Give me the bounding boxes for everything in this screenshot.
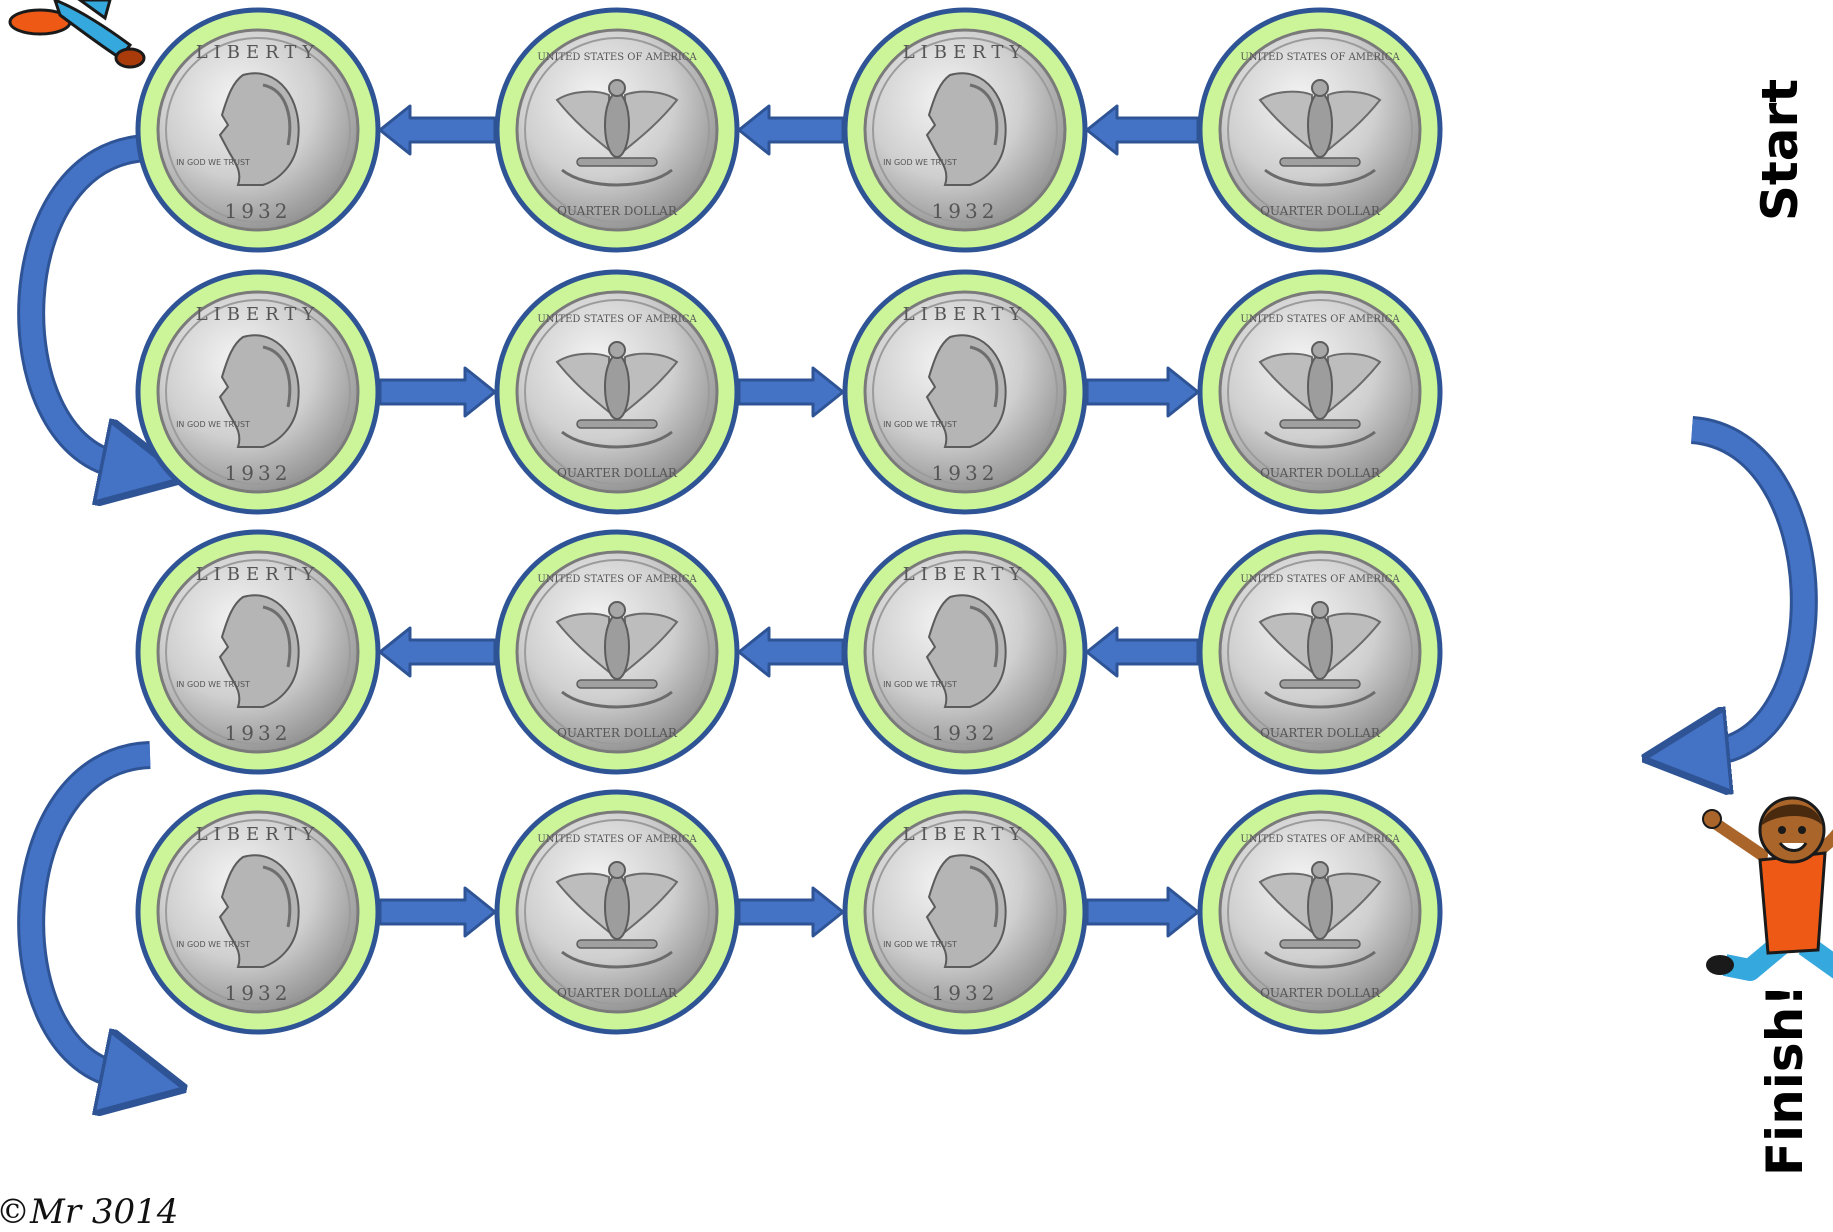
quarter-tails-icon: UNITED STATES OF AMERICA QUARTER DOLLAR	[515, 810, 719, 1014]
straight-arrows	[378, 104, 1200, 938]
quarter-heads-icon: LIBERTY IN GOD WE TRUST 1932	[863, 810, 1067, 1014]
board-space-r3-c3[interactable]: LIBERTY IN GOD WE TRUST 1932	[842, 529, 1088, 775]
quarter-heads-icon: LIBERTY IN GOD WE TRUST 1932	[156, 290, 360, 494]
svg-text:1932: 1932	[225, 199, 292, 223]
svg-text:UNITED STATES OF AMERICA: UNITED STATES OF AMERICA	[1240, 574, 1400, 585]
copyright-text: ©Mr 3014	[0, 1192, 179, 1232]
svg-text:1932: 1932	[932, 461, 999, 485]
board-space-r3-c4[interactable]: UNITED STATES OF AMERICA QUARTER DOLLAR	[1197, 529, 1443, 775]
arrow-right-r2-3	[1085, 366, 1200, 418]
finish-label: Finish!	[1756, 983, 1814, 1177]
svg-text:LIBERTY: LIBERTY	[196, 42, 321, 63]
svg-text:1932: 1932	[225, 981, 292, 1005]
board-space-r4-c1[interactable]: LIBERTY IN GOD WE TRUST 1932	[135, 789, 381, 1035]
quarter-tails-icon: UNITED STATES OF AMERICA QUARTER DOLLAR	[1218, 28, 1422, 232]
quarter-tails-icon: UNITED STATES OF AMERICA QUARTER DOLLAR	[515, 28, 719, 232]
svg-text:QUARTER DOLLAR: QUARTER DOLLAR	[1260, 986, 1381, 1000]
runner-boy-icon	[1702, 796, 1833, 981]
board-space-r1-c4[interactable]: UNITED STATES OF AMERICA QUARTER DOLLAR	[1197, 7, 1443, 253]
quarter-heads-icon: LIBERTY IN GOD WE TRUST 1932	[863, 28, 1067, 232]
arrow-right-r4-1	[378, 886, 497, 938]
quarter-tails-icon: UNITED STATES OF AMERICA QUARTER DOLLAR	[1218, 550, 1422, 754]
svg-text:UNITED STATES OF AMERICA: UNITED STATES OF AMERICA	[537, 314, 697, 325]
board-space-r4-c4[interactable]: UNITED STATES OF AMERICA QUARTER DOLLAR	[1197, 789, 1443, 1035]
svg-text:LIBERTY: LIBERTY	[196, 304, 321, 325]
svg-text:QUARTER DOLLAR: QUARTER DOLLAR	[557, 726, 678, 740]
quarter-tails-icon: UNITED STATES OF AMERICA QUARTER DOLLAR	[1218, 810, 1422, 1014]
svg-text:LIBERTY: LIBERTY	[196, 564, 321, 585]
arrow-right-r2-2	[737, 366, 845, 418]
svg-text:UNITED STATES OF AMERICA: UNITED STATES OF AMERICA	[537, 52, 697, 63]
svg-text:LIBERTY: LIBERTY	[903, 824, 1028, 845]
board-space-r4-c2[interactable]: UNITED STATES OF AMERICA QUARTER DOLLAR	[494, 789, 740, 1035]
svg-text:IN GOD WE TRUST: IN GOD WE TRUST	[176, 420, 250, 429]
svg-text:IN GOD WE TRUST: IN GOD WE TRUST	[176, 680, 250, 689]
svg-text:QUARTER DOLLAR: QUARTER DOLLAR	[1260, 726, 1381, 740]
svg-text:QUARTER DOLLAR: QUARTER DOLLAR	[1260, 466, 1381, 480]
svg-text:QUARTER DOLLAR: QUARTER DOLLAR	[557, 986, 678, 1000]
svg-text:1932: 1932	[932, 199, 999, 223]
running-character-icon	[8, 0, 146, 69]
arrow-right-r4-2	[737, 886, 845, 938]
arrow-left-r3-3	[1085, 626, 1200, 678]
arrow-left-r3-2	[737, 626, 845, 678]
svg-text:LIBERTY: LIBERTY	[903, 42, 1028, 63]
board-space-r4-c3[interactable]: LIBERTY IN GOD WE TRUST 1932	[842, 789, 1088, 1035]
quarter-tails-icon: UNITED STATES OF AMERICA QUARTER DOLLAR	[515, 550, 719, 754]
svg-text:1932: 1932	[932, 981, 999, 1005]
quarter-heads-icon: LIBERTY IN GOD WE TRUST 1932	[863, 550, 1067, 754]
svg-text:IN GOD WE TRUST: IN GOD WE TRUST	[883, 680, 957, 689]
arrow-left-r3-1	[378, 626, 497, 678]
arrow-left-r1-1	[378, 104, 497, 156]
board-space-r2-c2[interactable]: UNITED STATES OF AMERICA QUARTER DOLLAR	[494, 269, 740, 515]
svg-text:LIBERTY: LIBERTY	[903, 304, 1028, 325]
svg-text:QUARTER DOLLAR: QUARTER DOLLAR	[1260, 204, 1381, 218]
svg-text:UNITED STATES OF AMERICA: UNITED STATES OF AMERICA	[537, 574, 697, 585]
start-label: Start	[1751, 78, 1809, 222]
board-space-r3-c1[interactable]: LIBERTY IN GOD WE TRUST 1932	[135, 529, 381, 775]
arrow-left-r1-2	[737, 104, 845, 156]
svg-text:IN GOD WE TRUST: IN GOD WE TRUST	[883, 420, 957, 429]
board-space-r1-c2[interactable]: UNITED STATES OF AMERICA QUARTER DOLLAR	[494, 7, 740, 253]
svg-text:LIBERTY: LIBERTY	[903, 564, 1028, 585]
svg-text:UNITED STATES OF AMERICA: UNITED STATES OF AMERICA	[1240, 52, 1400, 63]
quarter-heads-icon: LIBERTY IN GOD WE TRUST 1932	[863, 290, 1067, 494]
curved-arrows	[17, 134, 1818, 1075]
board-space-r2-c4[interactable]: UNITED STATES OF AMERICA QUARTER DOLLAR	[1197, 269, 1443, 515]
svg-text:1932: 1932	[225, 461, 292, 485]
svg-text:1932: 1932	[225, 721, 292, 745]
svg-text:IN GOD WE TRUST: IN GOD WE TRUST	[883, 158, 957, 167]
quarter-heads-icon: LIBERTY IN GOD WE TRUST 1932	[156, 550, 360, 754]
svg-text:LIBERTY: LIBERTY	[196, 824, 321, 845]
quarter-tails-icon: UNITED STATES OF AMERICA QUARTER DOLLAR	[515, 290, 719, 494]
svg-text:1932: 1932	[932, 721, 999, 745]
svg-text:IN GOD WE TRUST: IN GOD WE TRUST	[883, 940, 957, 949]
board-space-r2-c3[interactable]: LIBERTY IN GOD WE TRUST 1932	[842, 269, 1088, 515]
svg-text:QUARTER DOLLAR: QUARTER DOLLAR	[557, 204, 678, 218]
board-space-r1-c1[interactable]: LIBERTY IN GOD WE TRUST 1932	[135, 7, 381, 253]
arrow-left-r1-3	[1085, 104, 1200, 156]
svg-text:IN GOD WE TRUST: IN GOD WE TRUST	[176, 158, 250, 167]
quarter-tails-icon: UNITED STATES OF AMERICA QUARTER DOLLAR	[1218, 290, 1422, 494]
svg-text:UNITED STATES OF AMERICA: UNITED STATES OF AMERICA	[1240, 314, 1400, 325]
quarter-heads-icon: LIBERTY IN GOD WE TRUST 1932	[156, 810, 360, 1014]
board-space-r3-c2[interactable]: UNITED STATES OF AMERICA QUARTER DOLLAR	[494, 529, 740, 775]
svg-text:QUARTER DOLLAR: QUARTER DOLLAR	[557, 466, 678, 480]
quarter-heads-icon: LIBERTY IN GOD WE TRUST 1932	[156, 28, 360, 232]
svg-text:IN GOD WE TRUST: IN GOD WE TRUST	[176, 940, 250, 949]
svg-text:UNITED STATES OF AMERICA: UNITED STATES OF AMERICA	[1240, 834, 1400, 845]
arrow-right-r2-1	[378, 366, 497, 418]
arrow-right-r4-3	[1085, 886, 1200, 938]
board-space-r1-c3[interactable]: LIBERTY IN GOD WE TRUST 1932	[842, 7, 1088, 253]
svg-text:UNITED STATES OF AMERICA: UNITED STATES OF AMERICA	[537, 834, 697, 845]
board-space-r2-c1[interactable]: LIBERTY IN GOD WE TRUST 1932	[135, 269, 381, 515]
